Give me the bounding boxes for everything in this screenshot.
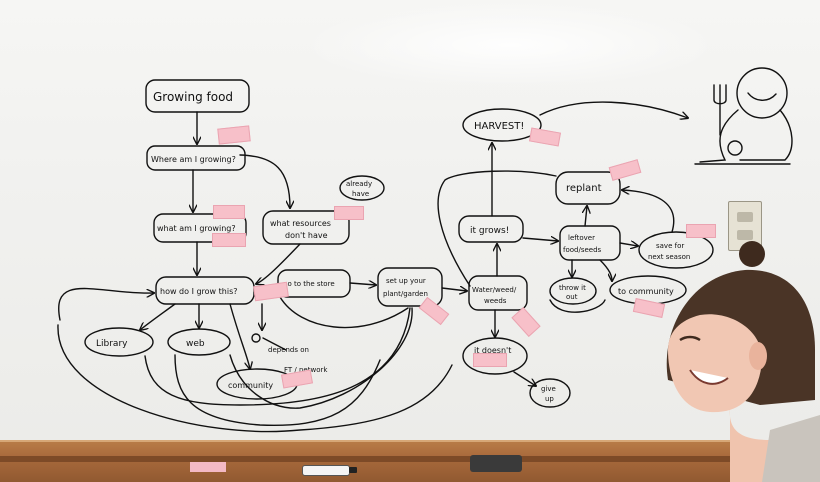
node-where-growing xyxy=(146,145,246,171)
node-water-weeds xyxy=(468,275,528,311)
label-what-resources: what resources xyxy=(270,219,331,228)
sticky-note xyxy=(686,224,716,238)
label-depends-1: depends on xyxy=(268,346,309,354)
label-throw-1: throw it xyxy=(559,284,586,292)
label-water-2: weeds xyxy=(484,297,507,305)
label-it-grows: it grows! xyxy=(470,226,509,236)
node-what-growing xyxy=(153,213,247,243)
label-what-growing: what am I growing? xyxy=(157,224,236,233)
node-it-doesnt xyxy=(462,337,528,375)
node-give-up xyxy=(529,378,571,408)
label-set-up: set up your xyxy=(386,277,426,285)
sticky-note xyxy=(212,233,246,247)
label-throw-2: out xyxy=(566,293,578,301)
label-dont-have: don't have xyxy=(285,231,328,240)
node-library xyxy=(84,327,154,357)
label-give-2: up xyxy=(545,395,554,403)
node-save-for xyxy=(638,231,714,269)
label-web: web xyxy=(186,339,205,349)
light-glare xyxy=(300,0,720,90)
label-replant: replant xyxy=(566,183,602,194)
label-save-2: next season xyxy=(648,253,690,261)
sticky-note xyxy=(190,462,226,472)
node-already-have xyxy=(339,175,385,201)
node-what-resources xyxy=(262,210,350,245)
person xyxy=(666,241,820,482)
node-set-up xyxy=(377,267,443,307)
node-harvest xyxy=(462,108,542,142)
label-it-doesnt: it doesn't xyxy=(474,346,511,355)
label-plant-garden: plant/garden xyxy=(383,290,428,298)
node-throw-out xyxy=(549,277,597,305)
label-growing-food: Growing food xyxy=(153,90,233,104)
node-web xyxy=(167,328,231,356)
sticky-note xyxy=(213,205,245,219)
label-where-growing: Where am I growing? xyxy=(151,155,236,164)
label-community: community xyxy=(228,381,273,390)
sticky-note xyxy=(473,353,507,367)
label-leftover-2: food/seeds xyxy=(563,246,602,254)
node-leftover xyxy=(559,225,621,261)
label-give-1: give xyxy=(541,385,556,393)
marker xyxy=(302,465,357,476)
label-go-store: go to the store xyxy=(283,280,335,288)
label-water-1: Water/weed/ xyxy=(472,286,517,294)
label-leftover-1: leftover xyxy=(568,234,595,242)
label-save-1: save for xyxy=(656,242,684,250)
label-harvest: HARVEST! xyxy=(474,121,524,132)
label-library: Library xyxy=(96,339,128,349)
sticky-note xyxy=(334,206,364,220)
eraser xyxy=(470,455,522,472)
sticky-note xyxy=(217,125,251,145)
node-replant xyxy=(555,171,621,205)
label-to-community: to community xyxy=(618,287,674,296)
smiley-head xyxy=(736,67,788,119)
tray-lip xyxy=(0,456,820,462)
label-already-1: already xyxy=(346,180,372,188)
label-already-2: have xyxy=(352,190,369,198)
node-it-grows xyxy=(458,215,524,243)
label-how-grow: how do I grow this? xyxy=(160,287,237,296)
